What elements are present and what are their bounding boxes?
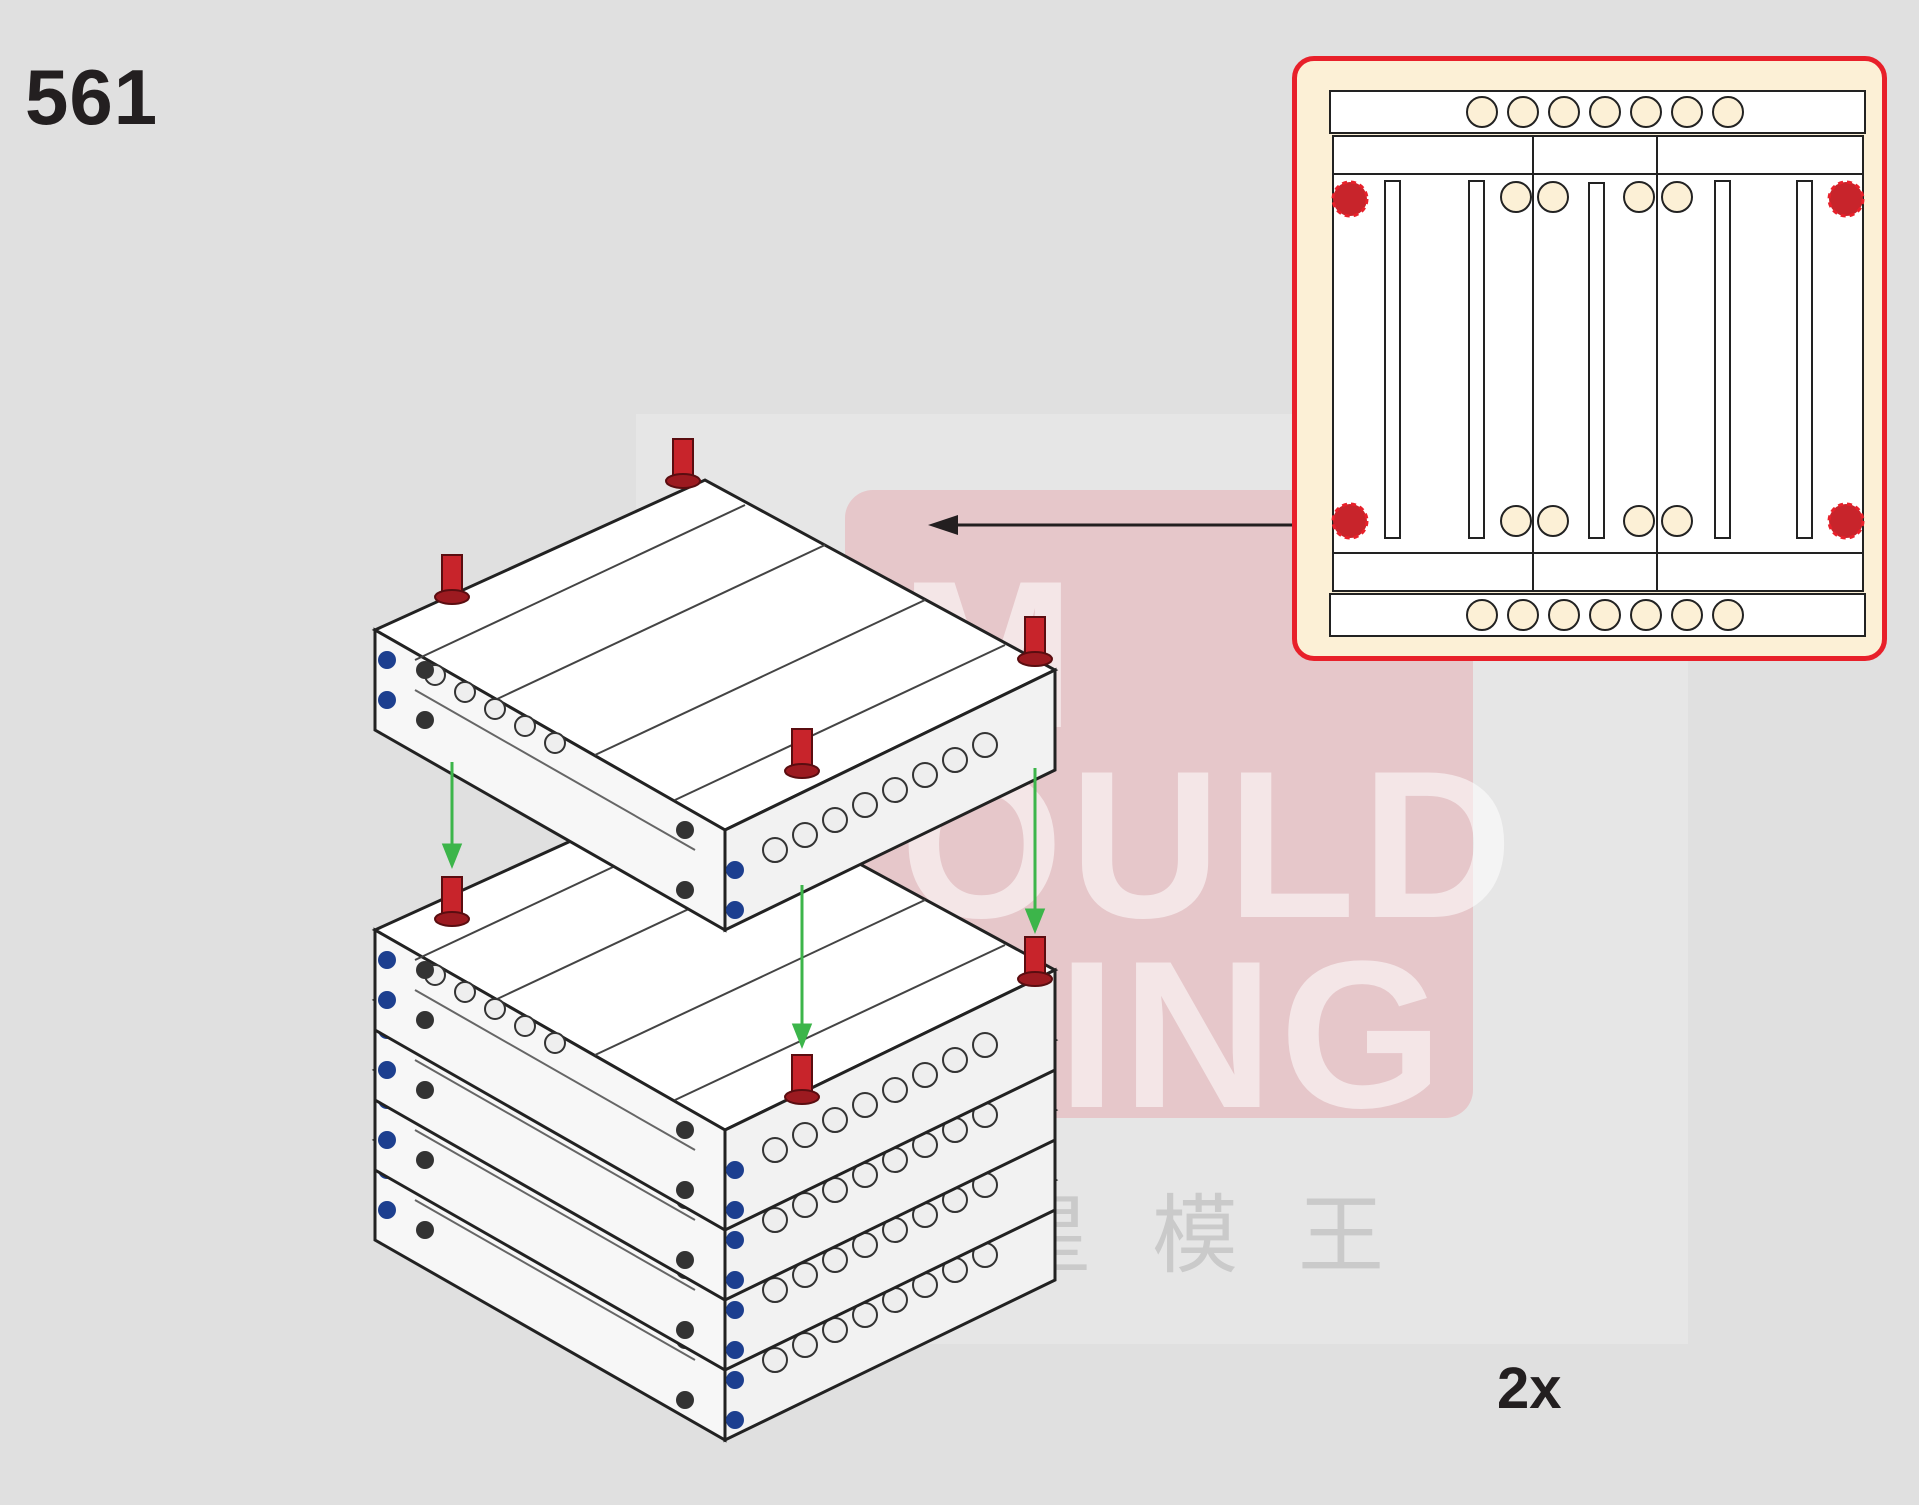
upper-frame	[373, 478, 1057, 932]
quantity-label: 2x	[1497, 1356, 1562, 1421]
top-view-callout	[1292, 56, 1887, 661]
green-arrows	[441, 762, 1046, 1050]
highlighted-pin-holes	[1331, 180, 1865, 540]
callout-arrow	[928, 515, 1292, 535]
step-number: 561	[25, 53, 159, 141]
top-view-diagram	[1329, 90, 1866, 637]
